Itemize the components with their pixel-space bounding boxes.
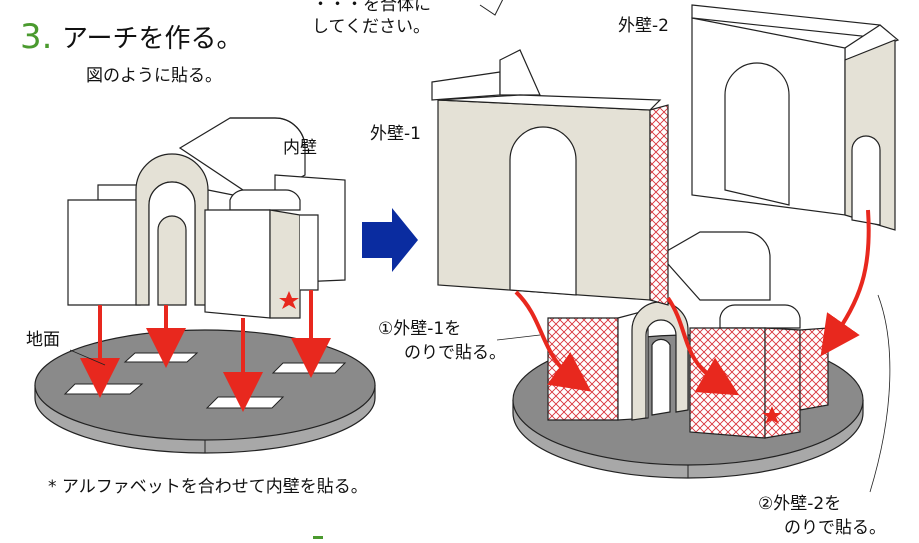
inner-wall-back [178,117,306,201]
step-number: 3. [20,17,53,57]
blue-arrow-icon [362,208,418,272]
step-title: アーチを作る。 [62,24,243,54]
top-callout-line1: ・・・を合体に [312,0,431,15]
right-inner-arch-center [631,301,689,421]
left-base-disc [34,329,376,454]
outer-wall-1 [431,49,669,306]
note-alphabet: * アルファベットを合わせて内壁を貼る。 [48,477,368,497]
note-step1-line2: のりで貼る。 [404,343,506,363]
left-red-arrows [80,290,331,412]
right-inner-arch-back [659,231,771,301]
inner-arch-center [135,153,259,306]
label-outer-wall-1: 外壁-1 [370,124,421,144]
note-step1-line1: ①外壁-1を [378,319,462,339]
label-inner-wall: 内壁 [283,138,317,158]
inner-box-left [67,184,141,306]
label-outer-wall-2: 外壁-2 [618,16,669,36]
step-subtitle: 図のように貼る。 [86,66,222,86]
outer-wall-2 [691,4,900,231]
note-step2-line2: のりで貼る。 [784,518,886,538]
inner-box-right [204,189,319,319]
note-step2-line1: ②外壁-2を [758,494,842,514]
green-marker [313,536,323,539]
right-red-arrows [514,209,871,396]
top-callout-line2: してください。 [312,17,430,37]
top-callout: ・・・を合体に してください。 [312,0,431,38]
label-ground: 地面 [26,330,60,350]
